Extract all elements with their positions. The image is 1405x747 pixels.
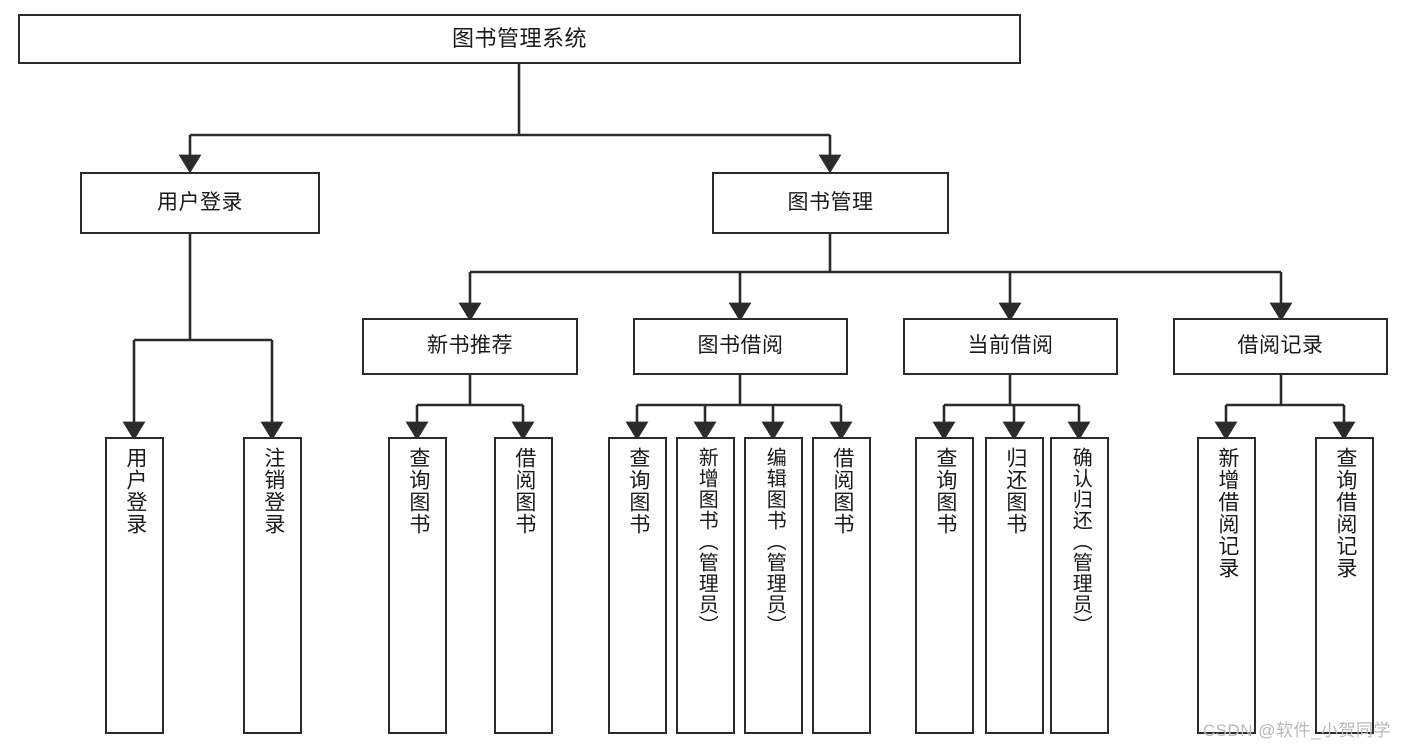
node-leaf-borrow-book-1-label: 借阅图书 xyxy=(512,447,536,535)
node-leaf-logout-login-label: 注销登录 xyxy=(261,447,285,535)
node-leaf-query-book-1-label: 查询图书 xyxy=(406,447,430,535)
node-leaf-user-login[interactable]: 用户登录 xyxy=(105,437,164,734)
node-current-borrow-label: 当前借阅 xyxy=(967,334,1054,358)
node-leaf-confirm-return-label: 确认归还（管理员） xyxy=(1069,447,1092,636)
node-leaf-query-book-3-label: 查询图书 xyxy=(933,447,957,535)
node-root[interactable]: 图书管理系统 xyxy=(18,14,1021,64)
node-leaf-add-record[interactable]: 新增借阅记录 xyxy=(1197,437,1256,734)
node-book-borrow[interactable]: 图书借阅 xyxy=(633,318,848,375)
node-leaf-logout-login[interactable]: 注销登录 xyxy=(243,437,302,734)
node-leaf-add-book-label: 新增图书（管理员） xyxy=(695,447,718,636)
node-leaf-confirm-return[interactable]: 确认归还（管理员） xyxy=(1050,437,1109,734)
node-new-book-recommend-label: 新书推荐 xyxy=(427,334,513,358)
node-leaf-edit-book-label: 编辑图书（管理员） xyxy=(763,447,786,636)
node-leaf-borrow-book-2[interactable]: 借阅图书 xyxy=(812,437,871,734)
node-new-book-recommend[interactable]: 新书推荐 xyxy=(362,318,578,375)
node-leaf-borrow-book-1[interactable]: 借阅图书 xyxy=(494,437,553,734)
node-leaf-query-book-2-label: 查询图书 xyxy=(626,447,650,535)
node-root-label: 图书管理系统 xyxy=(451,26,587,52)
node-borrow-record[interactable]: 借阅记录 xyxy=(1173,318,1388,375)
node-leaf-query-record[interactable]: 查询借阅记录 xyxy=(1315,437,1374,734)
node-book-manage[interactable]: 图书管理 xyxy=(712,172,949,234)
node-leaf-return-book-label: 归还图书 xyxy=(1003,447,1027,535)
node-leaf-return-book[interactable]: 归还图书 xyxy=(985,437,1044,734)
node-leaf-query-book-2[interactable]: 查询图书 xyxy=(608,437,667,734)
node-leaf-borrow-book-2-label: 借阅图书 xyxy=(830,447,854,535)
node-book-borrow-label: 图书借阅 xyxy=(697,334,784,358)
node-leaf-edit-book[interactable]: 编辑图书（管理员） xyxy=(744,437,803,734)
node-leaf-query-book-3[interactable]: 查询图书 xyxy=(915,437,974,734)
node-borrow-record-label: 借阅记录 xyxy=(1237,334,1324,358)
node-user-login[interactable]: 用户登录 xyxy=(80,172,320,234)
node-leaf-add-record-label: 新增借阅记录 xyxy=(1215,447,1239,579)
node-leaf-user-login-label: 用户登录 xyxy=(123,447,147,535)
node-leaf-query-record-label: 查询借阅记录 xyxy=(1333,447,1357,579)
node-leaf-add-book[interactable]: 新增图书（管理员） xyxy=(676,437,735,734)
node-leaf-query-book-1[interactable]: 查询图书 xyxy=(388,437,447,734)
node-user-login-label: 用户登录 xyxy=(157,190,243,214)
node-book-manage-label: 图书管理 xyxy=(787,190,874,214)
node-current-borrow[interactable]: 当前借阅 xyxy=(903,318,1118,375)
csdn-watermark: CSDN @软件_小贺同学 xyxy=(1202,721,1391,740)
